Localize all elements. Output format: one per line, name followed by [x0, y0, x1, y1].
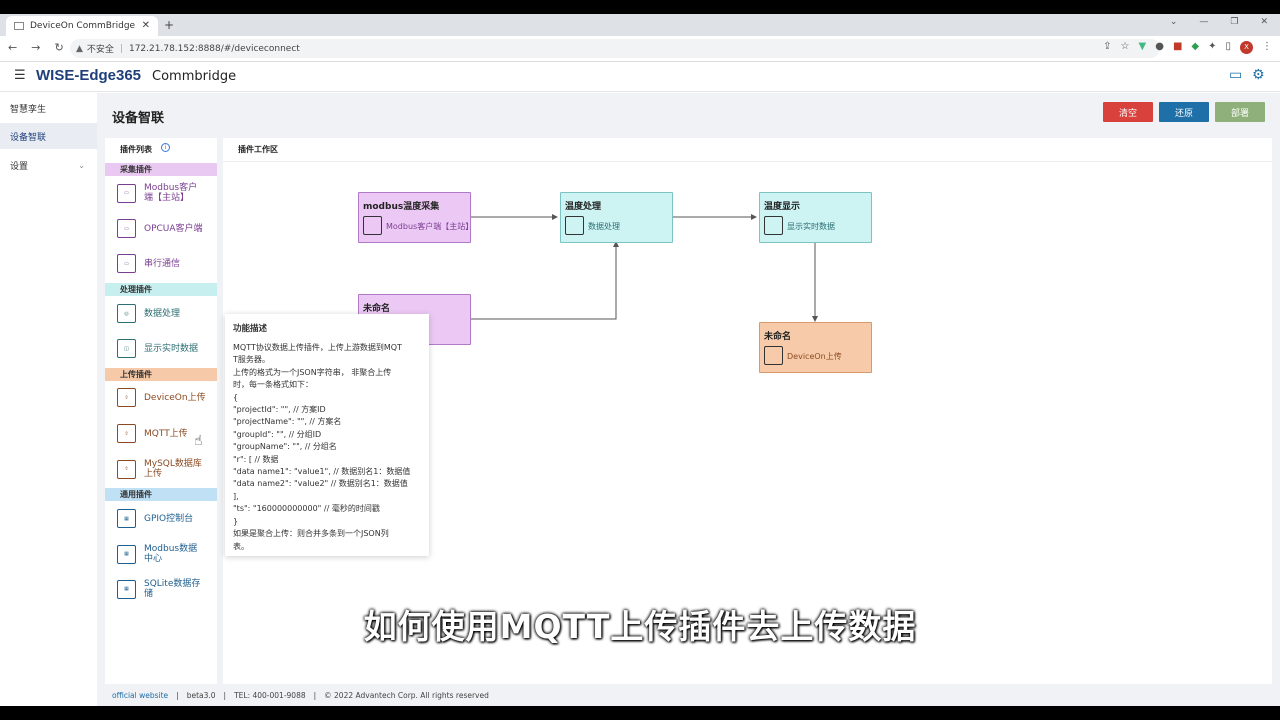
url-text: 172.21.78.152:8888/#/deviceconnect [128, 43, 300, 54]
mqtt-plugin-icon: ⇧ [117, 424, 136, 443]
product-name: Commbridge [152, 69, 237, 84]
plugin-mqtt-upload[interactable]: ⇧ MQTT上传 [117, 424, 217, 443]
back-icon[interactable]: ← [8, 41, 18, 54]
sidebar-item-device-connect[interactable]: 设备智联 [0, 123, 97, 149]
warning-icon: ▲ [76, 43, 83, 54]
category-process: 处理插件 [105, 283, 217, 296]
favicon-icon [14, 22, 24, 30]
app-header: ☰ WISE-Edge365 Commbridge ▭ ⚙ [0, 62, 1280, 92]
plugin-data-process[interactable]: ◎ 数据处理 [117, 304, 217, 323]
security-label: 不安全 [86, 45, 114, 55]
maximize-icon[interactable]: ❐ [1230, 17, 1239, 27]
forward-icon[interactable]: → [31, 41, 41, 54]
extension-circle-icon[interactable]: ● [1155, 41, 1164, 52]
browser-tab[interactable]: DeviceOn CommBridge ✕ [6, 16, 158, 36]
function-description-tooltip: 功能描述 MQTT协议数据上传插件，上传上游数据到MQT T服务器。 上传的格式… [225, 314, 429, 556]
plugin-mysql-upload[interactable]: ⇧ MySQL数据库上传 [117, 459, 217, 479]
gpio-plugin-icon: ▦ [117, 509, 136, 528]
page-title: 设备智联 [112, 111, 165, 126]
workspace-header: 插件工作区 [238, 145, 278, 154]
extensions-puzzle-icon[interactable]: ✦ [1208, 41, 1217, 52]
brand-logo: WISE-Edge365 [36, 67, 142, 84]
upload-plugin-icon: ⇧ [117, 388, 136, 407]
client-plugin-icon: ▭ [117, 183, 136, 203]
footer: official website | beta3.0 | TEL: 400-00… [97, 684, 1280, 706]
version-label: beta3.0 [186, 690, 216, 700]
display-plugin-icon: ◫ [117, 339, 136, 358]
category-general: 通用插件 [105, 488, 217, 501]
url-field[interactable]: ▲ 不安全 | 172.21.78.152:8888/#/deviceconne… [70, 39, 1160, 58]
plugin-modbus-client[interactable]: ▭ Modbus客户端【主站】 [117, 183, 217, 203]
new-tab-icon[interactable]: + [164, 18, 175, 32]
tel-label: TEL: 400-001-9088 [234, 690, 306, 700]
connection-lines [471, 214, 818, 322]
address-bar-row: ← → ↻ ▲ 不安全 | 172.21.78.152:8888/#/devic… [0, 36, 1280, 62]
serial-plugin-icon: ▭ [117, 254, 136, 273]
close-window-icon[interactable]: ✕ [1260, 17, 1268, 27]
process-plugin-icon: ◎ [117, 304, 136, 323]
hand-cursor-icon: ☝ [194, 433, 203, 449]
reload-icon[interactable]: ↻ [54, 41, 64, 54]
category-upload: 上传插件 [105, 368, 217, 381]
tooltip-title: 功能描述 [233, 324, 268, 334]
tab-title: DeviceOn CommBridge [30, 21, 136, 31]
settings-gear-icon[interactable]: ⚙ [1252, 67, 1265, 83]
nav-buttons: ← → ↻ [8, 41, 64, 54]
opcua-plugin-icon: ▭ [117, 219, 136, 238]
deploy-button[interactable]: 部署 [1215, 102, 1265, 122]
video-subtitle: 如何使用MQTT上传插件去上传数据 [363, 607, 917, 646]
tab-search-icon[interactable]: ⌄ [1169, 17, 1178, 27]
extension-red-icon[interactable]: ■ [1172, 41, 1183, 52]
sidebar-item-settings[interactable]: 设置⌄ [10, 160, 85, 172]
hamburger-menu-icon[interactable]: ☰ [14, 68, 26, 83]
restore-button[interactable]: 还原 [1159, 102, 1209, 122]
window-controls: ⌄ — ❐ ✕ [1170, 17, 1268, 27]
plugin-deviceon-upload[interactable]: ⇧ DeviceOn上传 [117, 388, 217, 407]
plugin-opcua-client[interactable]: ▭ OPCUA客户端 [117, 219, 217, 238]
tab-bar: DeviceOn CommBridge ✕ + ⌄ — ❐ ✕ [0, 14, 1280, 36]
side-panel-icon[interactable]: ▯ [1225, 41, 1231, 52]
close-tab-icon[interactable]: ✕ [141, 20, 150, 31]
client-node-icon [363, 216, 382, 235]
upload-node-icon [764, 346, 783, 365]
modbus-center-plugin-icon: ▦ [117, 544, 136, 564]
chevron-down-icon: ⌄ [78, 160, 85, 170]
plugin-list-header: 插件列表 [120, 145, 152, 154]
plugin-serial[interactable]: ▭ 串行通信 [117, 254, 217, 273]
sqlite-plugin-icon: ▦ [117, 579, 136, 599]
node-modbus-collect[interactable]: modbus温度采集 Modbus客户端【主站】 [358, 192, 473, 243]
display-node-icon [764, 216, 783, 235]
node-temp-display[interactable]: 温度显示 显示实时数据 [759, 192, 872, 243]
official-website-link[interactable]: official website [112, 690, 169, 700]
info-icon[interactable]: i [161, 143, 170, 152]
node-unnamed-upload[interactable]: 未命名 DeviceOn上传 [759, 322, 872, 373]
mysql-plugin-icon: ⇧ [117, 459, 136, 479]
plugin-sqlite-storage[interactable]: ▦ SQLite数据存储 [117, 579, 217, 599]
clear-button[interactable]: 清空 [1103, 102, 1153, 122]
plugin-realtime-display[interactable]: ◫ 显示实时数据 [117, 339, 217, 358]
bookmark-star-icon[interactable]: ☆ [1120, 41, 1130, 52]
copyright-label: © 2022 Advantech Corp. All rights reserv… [324, 690, 489, 700]
browser-menu-icon[interactable]: ⋮ [1262, 41, 1272, 52]
category-collect: 采集插件 [105, 163, 217, 176]
plugin-list-panel: 插件列表 i 采集插件 ▭ Modbus客户端【主站】 ▭ OPCUA客户端 ▭… [105, 138, 217, 688]
monitor-icon[interactable]: ▭ [1229, 67, 1243, 83]
minimize-icon[interactable]: — [1199, 17, 1209, 27]
node-temp-process[interactable]: 温度处理 数据处理 [560, 192, 673, 243]
extension-shield-icon[interactable]: ◆ [1191, 41, 1200, 52]
edge-unnamed-to-process [471, 241, 619, 320]
sidebar-item-twin[interactable]: 智慧孪生 [10, 104, 47, 115]
plugin-modbus-center[interactable]: ▦ Modbus数据中心 [117, 544, 217, 564]
extension-icons: ⇪ ☆ ▼ ● ■ ◆ ✦ ▯ X ⋮ [1103, 41, 1272, 54]
process-node-icon [565, 216, 584, 235]
extension-vue-icon[interactable]: ▼ [1138, 41, 1147, 52]
sidebar: 智慧孪生 设备智联 设置⌄ [0, 93, 97, 698]
plugin-gpio[interactable]: ▦ GPIO控制台 [117, 509, 217, 528]
profile-avatar[interactable]: X [1240, 41, 1253, 54]
share-icon[interactable]: ⇪ [1103, 41, 1112, 52]
